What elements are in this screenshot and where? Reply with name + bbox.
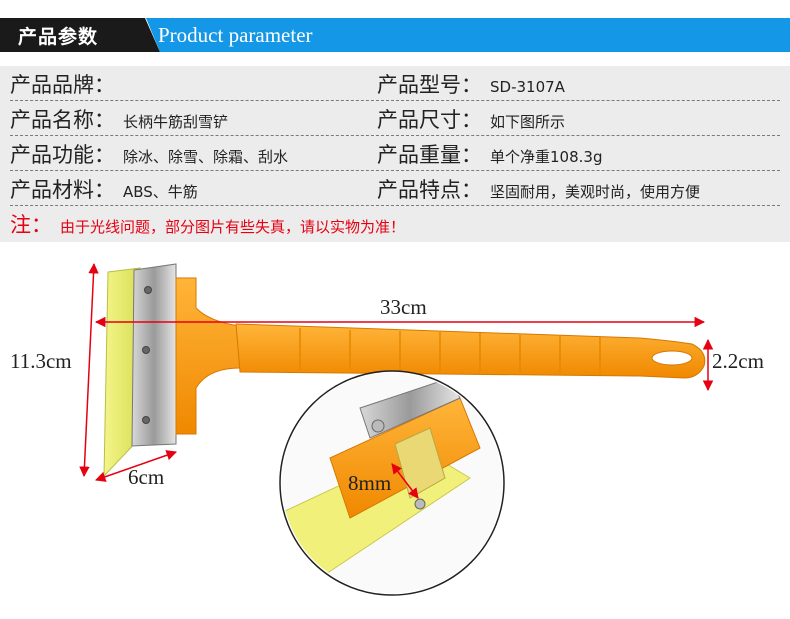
product-figure: 33cm 11.3cm 6cm 2.2cm 8mm <box>0 248 790 598</box>
hanging-hole <box>651 350 693 366</box>
arrow-detail <box>391 463 419 499</box>
param-row: 产品材料： ABS、牛筋 产品特点： 坚固耐用，美观时尚，使用方便 <box>10 173 780 206</box>
param-name: 产品名称： 长柄牛筋刮雪铲 <box>10 103 228 135</box>
param-value: SD-3107A <box>490 78 565 96</box>
param-row: 产品品牌： 产品型号： SD-3107A <box>10 68 780 101</box>
header-blue-bar <box>146 18 790 52</box>
param-features: 产品特点： 坚固耐用，美观时尚，使用方便 <box>377 173 700 205</box>
header-black-tab <box>0 18 160 52</box>
grip-ridges <box>299 328 601 375</box>
param-value: 除冰、除雪、除霜、刮水 <box>123 148 289 166</box>
arrow-height <box>79 262 99 478</box>
param-value: 坚固耐用，美观时尚，使用方便 <box>490 183 701 201</box>
dim-hole-label: 2.2cm <box>712 349 764 373</box>
param-row: 产品功能： 除冰、除雪、除霜、刮水 产品重量： 单个净重108.3g <box>10 138 780 171</box>
dim-length-label: 33cm <box>380 295 427 319</box>
param-function: 产品功能： 除冰、除雪、除霜、刮水 <box>10 138 288 170</box>
param-label: 产品型号： <box>377 73 482 97</box>
dim-blade-width-label: 6cm <box>128 465 164 489</box>
note-text: 由于光线问题，部分图片有些失真，请以实物为准！ <box>60 218 406 236</box>
param-weight: 产品重量： 单个净重108.3g <box>377 138 602 170</box>
param-value: 长柄牛筋刮雪铲 <box>123 113 229 131</box>
param-label: 产品尺寸： <box>377 108 482 132</box>
param-size: 产品尺寸： 如下图所示 <box>377 103 565 135</box>
param-row: 产品名称： 长柄牛筋刮雪铲 产品尺寸： 如下图所示 <box>10 103 780 136</box>
param-value: ABS、牛筋 <box>123 183 198 201</box>
scraper-handle <box>235 323 706 379</box>
metal-plate <box>131 263 177 447</box>
param-label: 产品名称： <box>10 108 115 132</box>
header-title-cn: 产品参数 <box>18 26 99 48</box>
dim-detail-label: 8mm <box>348 471 391 495</box>
header-title-en: Product parameter <box>158 23 313 47</box>
param-label: 产品品牌： <box>10 73 115 97</box>
param-value: 如下图所示 <box>490 113 566 131</box>
detail-zoom: 8mm <box>279 370 505 596</box>
param-material: 产品材料： ABS、牛筋 <box>10 173 198 205</box>
param-brand: 产品品牌： <box>10 68 123 100</box>
param-model: 产品型号： SD-3107A <box>377 68 565 100</box>
note-label: 注： <box>10 213 52 237</box>
param-value: 单个净重108.3g <box>490 148 603 166</box>
rivet-icons <box>142 286 152 424</box>
parameter-table: 产品品牌： 产品型号： SD-3107A 产品名称： 长柄牛筋刮雪铲 产品尺寸： 如下… <box>0 66 790 242</box>
param-label: 产品功能： <box>10 143 115 167</box>
product-illustration: 33cm 11.3cm 6cm 2.2cm 8mm <box>10 262 764 596</box>
param-label: 产品重量： <box>377 143 482 167</box>
section-header: 产品参数 Product parameter <box>0 18 790 52</box>
dim-height-label: 11.3cm <box>10 349 72 373</box>
arrow-blade-width <box>95 450 177 482</box>
param-label: 产品材料： <box>10 178 115 202</box>
param-label: 产品特点： <box>377 178 482 202</box>
disclaimer-note: 注： 由于光线问题，部分图片有些失真，请以实物为准！ <box>10 208 405 244</box>
handle-head <box>175 277 241 435</box>
